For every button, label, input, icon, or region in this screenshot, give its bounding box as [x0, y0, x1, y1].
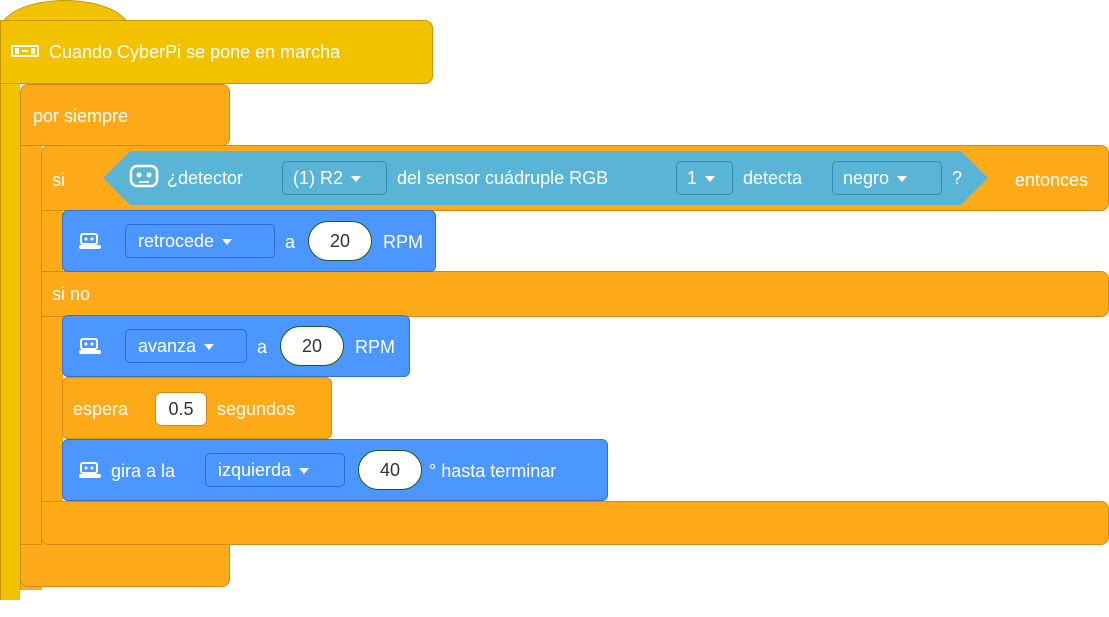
rover-icon	[79, 338, 101, 354]
detector-value: (1) R2	[293, 168, 344, 188]
detect-label: detecta	[743, 168, 803, 188]
detector-dropdown[interactable]: (1) R2	[282, 161, 387, 195]
unit-label: RPM	[383, 232, 423, 252]
move-forward-block[interactable]: avanza a 20 RPM	[62, 315, 410, 377]
speed-input[interactable]: 20	[280, 326, 344, 366]
event-block-stem	[0, 60, 20, 600]
condition-middle: del sensor cuádruple RGB	[397, 168, 609, 188]
sensor-index-value: 1	[687, 168, 698, 188]
then-label: entonces	[1015, 170, 1089, 190]
forever-block[interactable]: por siempre	[20, 84, 230, 146]
turn-block[interactable]: gira a la izquierda 40 ° hasta terminar	[62, 439, 608, 501]
cyberpi-icon	[11, 45, 39, 57]
forever-block-stem	[20, 130, 42, 590]
direction-dropdown[interactable]: retrocede	[125, 224, 275, 258]
if-block-stem	[41, 205, 63, 545]
turn-suffix-label: ° hasta terminar	[429, 461, 557, 481]
condition-prefix: ¿detector	[167, 168, 244, 188]
direction-value: retrocede	[138, 231, 215, 251]
turn-degrees-input[interactable]: 40	[358, 450, 422, 490]
move-backward-block[interactable]: retrocede a 20 RPM	[62, 210, 436, 272]
wait-unit-label: segundos	[217, 399, 296, 419]
unit-label: RPM	[355, 337, 395, 357]
chevron-down-icon	[351, 176, 362, 183]
direction-value: avanza	[138, 336, 197, 356]
sensor-index-dropdown[interactable]: 1	[676, 161, 733, 195]
forever-block-label: por siempre	[33, 106, 129, 126]
if-label: si	[52, 170, 65, 190]
wait-seconds-input[interactable]: 0.5	[155, 392, 207, 426]
turn-direction-dropdown[interactable]: izquierda	[205, 453, 345, 487]
turn-label: gira a la	[111, 461, 176, 481]
if-block-bottom	[41, 501, 1109, 545]
color-dropdown[interactable]: negro	[832, 161, 942, 195]
chevron-down-icon	[897, 176, 908, 183]
speed-input[interactable]: 20	[308, 221, 372, 261]
chevron-down-icon	[705, 176, 716, 183]
forever-block-bottom	[20, 544, 230, 587]
rgb-sensor-condition[interactable]: ¿detector (1) R2 del sensor cuádruple RG…	[103, 151, 988, 205]
a-label: a	[257, 337, 268, 357]
a-label: a	[285, 232, 296, 252]
condition-suffix: ?	[952, 168, 963, 188]
turn-direction-value: izquierda	[218, 460, 292, 480]
color-value: negro	[843, 168, 890, 188]
rover-icon	[79, 233, 101, 249]
chevron-down-icon	[299, 468, 310, 475]
event-block[interactable]: Cuando CyberPi se pone en marcha	[0, 20, 433, 84]
wait-block[interactable]: espera 0.5 segundos	[62, 377, 332, 439]
chevron-down-icon	[222, 239, 233, 246]
direction-dropdown[interactable]: avanza	[125, 329, 247, 363]
wait-label: espera	[73, 399, 129, 419]
sensor-icon	[129, 164, 159, 188]
rover-icon	[79, 462, 101, 478]
else-section[interactable]: si no	[41, 271, 1109, 317]
event-block-label: Cuando CyberPi se pone en marcha	[49, 42, 341, 62]
chevron-down-icon	[204, 344, 215, 351]
else-label: si no	[52, 284, 91, 304]
